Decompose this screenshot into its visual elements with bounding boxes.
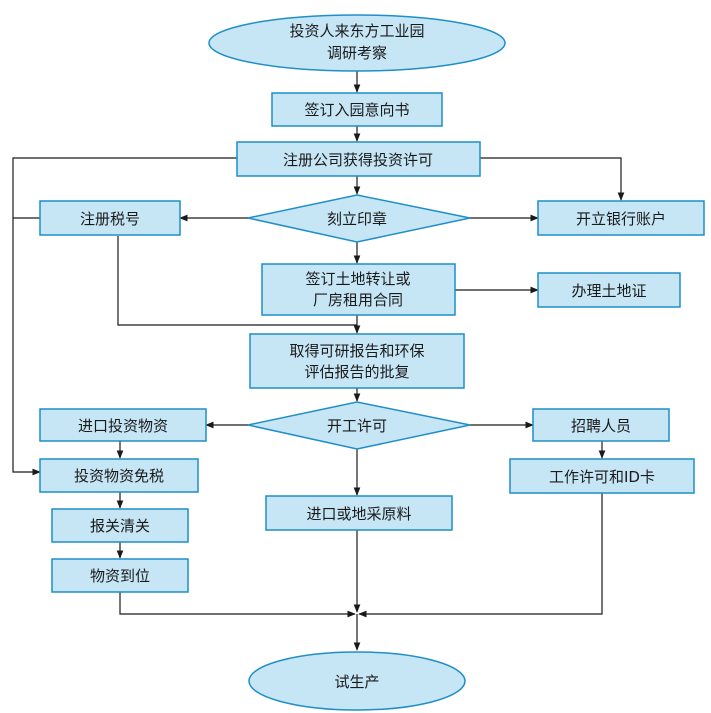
land-cert-label: 办理土地证 <box>571 282 646 300</box>
edge-permit-merge <box>358 493 603 618</box>
tax-box <box>39 200 181 236</box>
land-contract-label-2: 厂房租用合同 <box>313 291 403 309</box>
edge-register-taxfree <box>12 157 237 476</box>
import-goods-label: 进口投资物资 <box>78 417 168 435</box>
land-cert-box <box>537 272 681 308</box>
land-contract-label-1: 签订土地转让或 <box>305 270 410 288</box>
trial-label: 试生产 <box>334 673 379 691</box>
work-permit-box <box>509 458 695 494</box>
seal-label: 刻立印章 <box>327 210 387 228</box>
tax-free-label: 投资物资免税 <box>74 467 164 485</box>
tax-free-box <box>39 458 199 493</box>
approval-label-2: 评估报告的批复 <box>304 363 409 381</box>
trial-ellipse <box>248 651 466 711</box>
intent-box <box>271 92 443 127</box>
materials-box <box>265 495 453 531</box>
tax-label: 注册税号 <box>80 210 140 228</box>
node-labels: 投资人来东方工业园 调研考察 签订入园意向书 注册公司获得投资许可 刻立印章 注… <box>74 22 666 691</box>
start-label-2: 调研考察 <box>327 44 387 62</box>
approval-box <box>249 333 465 389</box>
customs-label: 报关清关 <box>90 517 150 535</box>
edge-arrival-merge <box>119 592 356 618</box>
bank-box <box>537 200 705 236</box>
intent-label: 签订入园意向书 <box>304 101 409 119</box>
bank-label: 开立银行账户 <box>576 210 666 228</box>
customs-box <box>51 508 189 543</box>
start-label-1: 投资人来东方工业园 <box>289 22 424 40</box>
edge-register-bank <box>480 157 625 201</box>
start-work-label: 开工许可 <box>327 417 387 435</box>
edge-tax-approval <box>117 236 357 326</box>
connectors <box>12 70 625 651</box>
arrival-label: 物资到位 <box>90 567 150 585</box>
import-goods-box <box>39 408 207 442</box>
start-ellipse <box>208 14 506 72</box>
node-shapes <box>39 14 705 711</box>
work-permit-label: 工作许可和ID卡 <box>549 468 655 486</box>
materials-label: 进口或地采原料 <box>306 505 411 523</box>
arrival-box <box>51 558 189 593</box>
register-box <box>236 141 481 177</box>
recruit-label: 招聘人员 <box>571 417 631 435</box>
start-work-diamond <box>247 401 471 450</box>
approval-label-1: 取得可研报告和环保 <box>289 342 424 360</box>
seal-diamond <box>247 194 471 243</box>
recruit-box <box>532 408 670 442</box>
land-contract-box <box>261 263 456 316</box>
register-label: 注册公司获得投资许可 <box>283 151 433 169</box>
